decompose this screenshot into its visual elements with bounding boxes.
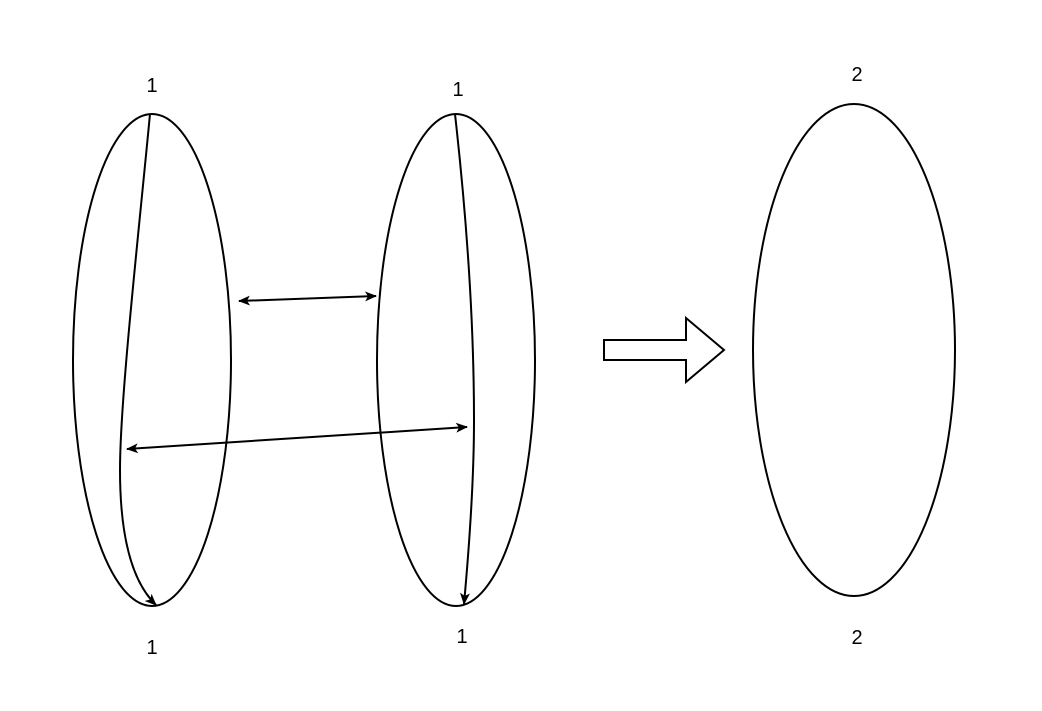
ellipse-right-bottom-label: 2 <box>851 627 862 649</box>
ellipse-left-bottom-label: 1 <box>146 637 157 659</box>
ellipse-right-group: 2 2 <box>752 64 956 649</box>
ellipse-middle[interactable] <box>376 113 536 607</box>
ellipse-right[interactable] <box>752 103 956 597</box>
ellipse-right-top-label: 2 <box>851 64 862 86</box>
lower-double-arrow[interactable] <box>126 422 468 454</box>
ellipse-left-top-label: 1 <box>146 75 157 97</box>
ellipse-middle-top-label: 1 <box>452 79 463 101</box>
ellipse-middle-bottom-label: 1 <box>456 626 467 648</box>
ellipse-left[interactable] <box>72 113 232 607</box>
transform-block-arrow[interactable] <box>603 315 726 385</box>
upper-double-arrow[interactable] <box>238 291 377 306</box>
ellipse-left-inner-curve-arrow[interactable] <box>118 113 157 606</box>
ellipse-middle-group: 1 1 <box>376 79 536 648</box>
ellipse-middle-inner-line-arrow[interactable] <box>454 113 476 605</box>
ellipse-left-group: 1 1 <box>72 75 232 659</box>
